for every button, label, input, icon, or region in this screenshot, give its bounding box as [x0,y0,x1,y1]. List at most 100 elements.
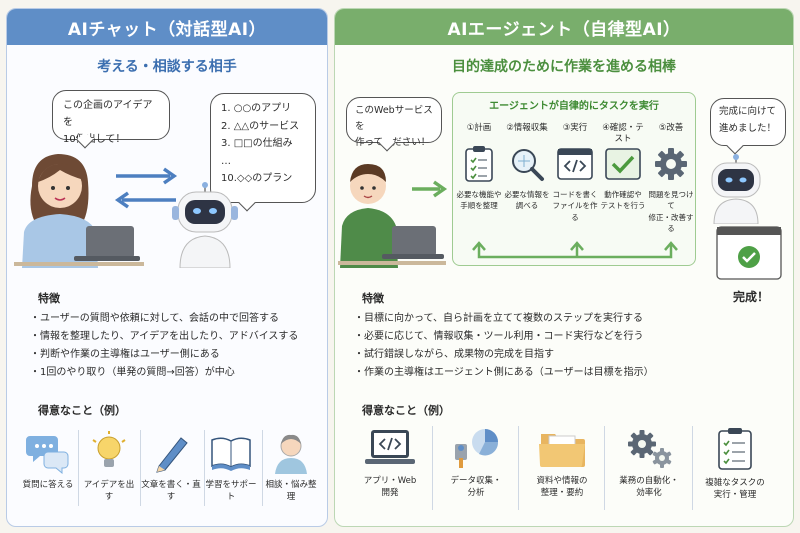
step-title: ⑤改善 [658,123,684,133]
agent-user-bubble-line: このWebサービスを [355,105,433,133]
strength-label-line: データ収集・ [450,476,502,486]
agent-strengths-box: 得意なこと（例） [342,400,778,516]
agent-features-title: 特徴 [362,292,384,305]
exchange-arrows [114,167,178,209]
chat-ai-line: … [221,155,231,167]
code-window-icon [557,148,593,180]
chart-icon [455,429,499,468]
step-title: ④確認・テスト [602,123,644,145]
chat-ai-line: 2. △△のサービス [221,120,300,132]
chat-features-list: ・ユーザーの質問や依頼に対して、会話の中で回答する ・情報を整理したり、アイデア… [30,310,310,382]
step-desc: 問題を見つけて 修正・改善する [647,189,695,234]
step-plan: ①計画 必要な機能や 手順を整理 [455,123,503,212]
to-flow-arrow [412,180,448,198]
agent-robot-illustration [711,154,761,224]
done-label: 完成！ [733,290,770,304]
strength-app-dev: アプリ・Web 開発 [350,426,430,500]
strength-label-line: 資料や情報の [536,476,588,486]
checklist-icon [718,428,752,470]
step-desc-line: ファイルを作る [552,201,598,222]
person-icon [275,434,307,474]
flow-title: エージェントが自律的にタスクを実行 [489,101,659,112]
agent-features-box: 特徴 ・目標に向かって、自ら計画を立てて複数のステップを実行する ・必要に応じて… [342,288,698,384]
step-title: ③実行 [562,123,588,133]
pencil-icon [156,437,188,473]
strength-label-line: アプリ・Web [363,476,417,486]
chat-robot-illustration [172,182,238,268]
strength-label: アプリ・Web 開発 [364,476,417,500]
agent-strengths-title: 得意なこと（例） [362,404,450,417]
strength-label-line: 整理・要約 [540,487,584,498]
strength-writing: 文章を書く・直す [138,430,204,504]
step-desc-line: 必要な機能や [456,190,502,199]
strength-automation: 業務の自動化・ 効率化 [608,426,690,500]
strength-consultation: 相談・悩み整理 [262,430,320,504]
step-desc-line: 動作確認や [604,190,642,199]
strength-data-analysis: データ収集・ 分析 [436,426,516,500]
gear-icon [655,148,687,180]
completed-screen-icon [716,226,782,280]
strength-complex-tasks: 複雑なタスクの 実行・管理 [694,426,776,502]
check-screen-icon [605,148,641,180]
strength-label: データ収集・ 分析 [450,476,501,500]
step-title: ①計画 [466,123,492,133]
magnifier-icon [512,149,544,181]
step-desc-line: 問題を見つけて [648,190,694,211]
step-desc-line: 修正・改善する [648,212,694,233]
strength-label-line: 業務の自動化・ [619,476,679,486]
step-desc-line: 必要な情報を [504,190,550,199]
agent-features-list: ・目標に向かって、自ら計画を立てて複数のステップを実行する ・必要に応じて、情報… [354,310,694,382]
chat-user-bubble-line: この企画のアイデアを [63,100,153,128]
step-title: ②情報収集 [506,123,548,133]
step-desc-line: 手順を整理 [460,201,498,211]
strength-label: 相談・悩み整理 [265,480,317,502]
gears-icon [628,430,672,468]
step-improve: ⑤改善 問題を見つけて 修正・改善する [647,123,695,234]
strength-organize-docs: 資料や情報の 整理・要約 [522,426,602,500]
ai-agent-header: AIエージェント（自律型AI） [335,9,793,45]
step-desc-line: 調べる [515,201,539,211]
chat-ai-line: 1. ○○のアプリ [221,103,292,114]
agent-task-flow: エージェントが自律的にタスクを実行 ①計画 必要な機能や 手順を整理 ②情報収集… [452,92,696,266]
chat-user-bubble-line: 10個出して！ [63,134,126,145]
chat-strengths-title: 得意なこと（例） [38,404,126,417]
iteration-loop-arrows [472,241,678,259]
speech-bubbles-icon [26,436,69,474]
strength-label: 質問に答える [22,480,74,490]
strength-label-line: 複雑なタスクの [705,478,765,488]
done-bubble-line: 進めました！ [719,122,777,134]
chat-features-title: 特徴 [38,292,60,305]
chat-ai-bubble: 1. ○○のアプリ 2. △△のサービス 3. □□の仕組み … 10.◇◇のプ… [210,93,316,212]
feature-item: ・1回のやり取り（単発の質問→回答）が中心 [30,367,235,378]
book-icon [211,437,251,471]
lightbulb-icon [92,431,126,467]
feature-item: ・情報を整理したり、アイデアを出したり、アドバイスする [30,331,299,342]
ai-agent-subtitle: 目的達成のために作業を進める相棒 [452,59,676,75]
feature-item: ・試行錯誤しながら、成果物の完成を目指す [354,349,554,360]
feature-item: ・必要に応じて、情報収集・ツール利用・コード実行などを行う [354,331,644,342]
done-bubble-line: 完成に向けて [719,106,777,117]
ai-chat-subtitle: 考える・相談する相手 [97,59,237,75]
step-desc: 必要な情報を 調べる [505,189,550,212]
strength-label: 資料や情報の 整理・要約 [536,476,587,500]
strength-label: 学習をサポート [205,480,257,502]
feature-item: ・目標に向かって、自ら計画を立てて複数のステップを実行する [354,313,643,324]
strength-learning: 学習をサポート [202,430,260,504]
step-execute: ③実行 コードを書く ファイルを作る [551,123,599,223]
strength-label: 複雑なタスクの 実行・管理 [705,478,765,502]
feature-item: ・ユーザーの質問や依頼に対して、会話の中で回答する [30,313,279,324]
strength-label-line: 開発 [381,487,399,498]
woman-user-illustration [14,154,144,268]
step-desc: 動作確認や テストを行う [601,189,646,212]
strength-label: 文章を書く・直す [141,480,201,502]
ai-chat-header: AIチャット（対話型AI） [7,9,327,45]
strength-label-line: 効率化 [636,487,662,498]
step-test: ④確認・テスト 動作確認や テストを行う [599,123,647,212]
strength-answer-questions: 質問に答える [20,430,76,492]
strength-label-line: 実行・管理 [713,489,757,500]
folder-icon [539,434,585,467]
man-user-illustration [338,164,446,268]
strength-label: 業務の自動化・ 効率化 [619,476,679,500]
code-laptop-icon [365,430,415,464]
step-desc: 必要な機能や 手順を整理 [457,189,502,212]
